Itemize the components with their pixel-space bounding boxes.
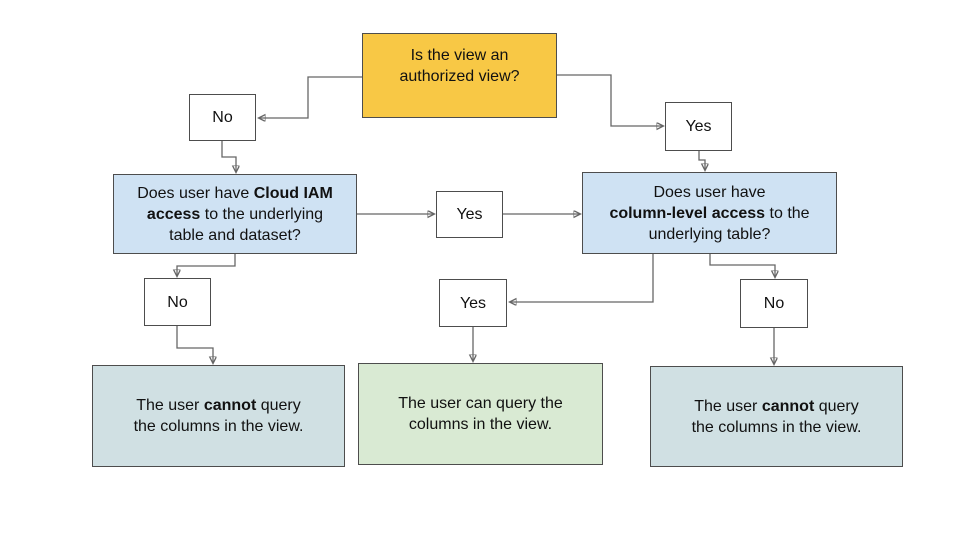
result-box-cannot-query-right: The user cannot query the columns in the…: [650, 366, 903, 467]
connector-column-to-yes: [510, 254, 654, 302]
branch-label-text: No: [763, 295, 785, 312]
branch-label-no-authorized: No: [189, 94, 256, 141]
branch-label-no-iam: No: [144, 278, 211, 326]
decision-box-column-level-access: Does user have column-level access to th…: [582, 172, 837, 254]
branch-label-text: Yes: [459, 294, 487, 312]
branch-label-yes-authorized: Yes: [665, 102, 732, 151]
connector-no-to-cannot-left: [176, 326, 213, 363]
connector-authorized-to-yes: [557, 74, 663, 126]
result-box-text: The user cannot query the columns in the…: [133, 397, 304, 435]
decision-box-authorized-view: Is the view an authorized view?: [362, 33, 557, 118]
connector-authorized-to-no: [259, 76, 362, 118]
branch-label-text: Yes: [685, 118, 712, 135]
result-box-can-query: The user can query the columns in the vi…: [358, 363, 603, 465]
branch-label-text: No: [212, 109, 233, 126]
result-box-text: The user can query the columns in the vi…: [398, 395, 563, 433]
branch-label-text: Yes: [456, 206, 483, 223]
result-box-text: The user cannot query the columns in the…: [691, 397, 862, 436]
decision-box-cloud-iam-access-text: Does user have Cloud IAM access to the u…: [137, 184, 333, 244]
decision-box-cloud-iam-access: Does user have Cloud IAM access to the u…: [113, 174, 357, 254]
branch-label-yes-iam: Yes: [436, 191, 503, 238]
connector-column-to-no: [709, 254, 775, 277]
branch-label-text: No: [167, 293, 188, 311]
decision-box-column-level-access-text: Does user have column-level access to th…: [609, 183, 810, 243]
branch-label-no-column: No: [740, 279, 808, 328]
connector-no-to-iam-question: [221, 141, 236, 172]
connector-yes-to-column-question: [698, 151, 705, 170]
connector-iam-to-no: [177, 254, 236, 276]
branch-label-yes-column: Yes: [439, 279, 507, 327]
result-box-cannot-query-left: The user cannot query the columns in the…: [92, 365, 345, 467]
decision-box-authorized-view-text: Is the view an authorized view?: [399, 47, 520, 85]
